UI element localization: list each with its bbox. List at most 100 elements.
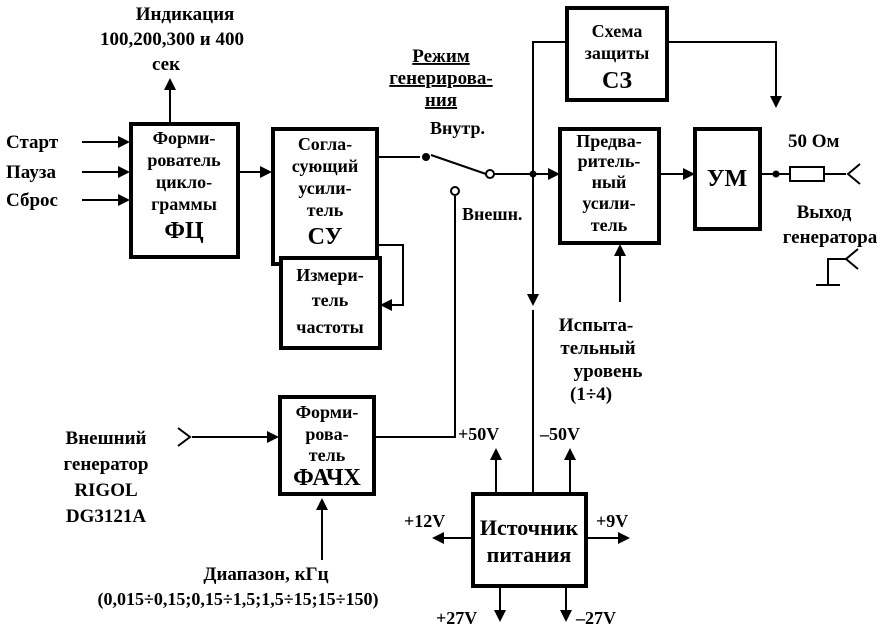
psu-line-1: Источник <box>480 515 579 540</box>
block-pre-amplifier: Предва- ритель- ный усили- тель <box>558 127 661 245</box>
mode-external: Внешн. <box>462 204 522 224</box>
test-level-line-2: тельный <box>560 338 635 359</box>
block-um: УМ <box>693 127 762 231</box>
arrow-p50 <box>490 448 502 460</box>
um-abbr: УМ <box>707 166 747 192</box>
mode-line-3: ния <box>425 90 457 111</box>
meter-line-1: Измери- <box>296 265 364 285</box>
block-fc: Форми- рователь цикло- граммы ФЦ <box>129 122 240 259</box>
arrow-reset <box>118 194 130 206</box>
switch-contact-internal <box>485 169 495 179</box>
output-line-2: генератора <box>783 227 878 248</box>
indication-line-3: сек <box>152 54 180 75</box>
block-frequency-meter: Измери- тель частоты <box>279 256 382 350</box>
pre-line-2: ритель- <box>578 151 641 171</box>
test-level-line-4: (1÷4) <box>570 384 612 405</box>
fc-abbr: ФЦ <box>164 218 204 244</box>
fc-line-2: рователь <box>147 150 221 170</box>
pre-line-1: Предва- <box>576 131 642 151</box>
voltage-m50: –50V <box>539 424 580 444</box>
voltage-m27: –27V <box>575 608 616 628</box>
pre-line-4: усили- <box>582 193 635 213</box>
test-level-label: Испыта- тельный уровень (1÷4) <box>559 315 643 405</box>
arrow-ext-fachx <box>267 431 279 443</box>
su-abbr: СУ <box>308 224 343 250</box>
mode-internal: Внутр. <box>430 118 485 138</box>
test-level-line-1: Испыта- <box>559 315 633 336</box>
sz-line-2: защиты <box>585 43 650 63</box>
su-line-2: сующий <box>292 156 358 176</box>
voltage-p50: +50V <box>458 424 499 444</box>
arrow-to-sz-tap <box>770 96 782 108</box>
wires <box>82 41 861 612</box>
ext-gen-line-4: DG3121A <box>66 506 147 527</box>
indication-line-2: 100,200,300 и 400 <box>100 29 244 50</box>
mode-label: Режим генерирова- ния Внутр. Внешн. <box>389 46 522 224</box>
block-sz: Схема защиты СЗ <box>565 6 669 102</box>
ext-gen-line-1: Внешний <box>66 428 147 449</box>
junction-dot <box>529 170 537 178</box>
arrow-sz-down <box>527 294 539 306</box>
external-generator-label: Внешний генератор RIGOL DG3121A <box>64 428 149 527</box>
arrow-test-level <box>614 244 626 256</box>
arrow-p27 <box>494 610 506 622</box>
pre-line-5: тель <box>591 215 628 235</box>
voltage-p12: +12V <box>404 511 445 531</box>
arrow-p9 <box>618 532 630 544</box>
voltage-p27: +27V <box>436 608 477 628</box>
arrow-p12 <box>432 532 444 544</box>
range-label: Диапазон, кГц (0,015÷0,15;0,15÷1,5;1,5÷1… <box>98 564 379 610</box>
arrowheads <box>118 78 782 622</box>
fc-line-1: Форми- <box>153 128 216 148</box>
arrow-m27 <box>560 610 572 622</box>
arrow-pause <box>118 166 130 178</box>
sz-abbr: СЗ <box>602 68 632 94</box>
sz-line-1: Схема <box>592 21 643 41</box>
input-start: Старт <box>6 132 59 153</box>
resistor-label: 50 Ом <box>788 131 840 152</box>
control-inputs: Старт Пауза Сброс <box>6 132 59 211</box>
range-values: (0,015÷0,15;0,15÷1,5;1,5÷15;15÷150) <box>98 589 379 610</box>
input-reset: Сброс <box>6 190 58 211</box>
test-level-line-3: уровень <box>574 361 643 382</box>
output-line-1: Выход <box>797 202 852 223</box>
fc-line-4: граммы <box>151 194 217 214</box>
ext-gen-line-3: RIGOL <box>74 480 137 501</box>
su-line-4: тель <box>307 200 344 220</box>
range-title: Диапазон, кГц <box>203 564 328 585</box>
meter-line-3: частоты <box>296 317 363 337</box>
switch-contact-external <box>450 186 460 196</box>
arrow-start <box>118 136 130 148</box>
voltage-p9: +9V <box>596 511 628 531</box>
fachx-abbr: ФАЧХ <box>293 465 361 491</box>
output-label: 50 Ом Выход генератора <box>783 131 878 248</box>
block-su: Согла- сующий усили- тель СУ <box>271 127 379 266</box>
pre-line-3: ный <box>592 172 627 192</box>
ext-gen-line-2: генератор <box>64 454 149 475</box>
arrow-fc-su <box>260 166 272 178</box>
arrow-indication <box>164 78 176 90</box>
indication-line-1: Индикация <box>136 4 235 25</box>
resistor-50-ohm <box>789 166 825 182</box>
mode-line-2: генерирова- <box>389 68 492 89</box>
mode-line-1: Режим <box>412 46 470 67</box>
input-pause: Пауза <box>6 162 56 183</box>
arrow-range-fachx <box>316 498 328 510</box>
arrow-su-meter <box>380 299 392 311</box>
fachx-line-2: рова- <box>305 424 348 444</box>
arrow-pre-um <box>683 168 695 180</box>
junction-dot <box>772 170 780 178</box>
arrow-m50 <box>564 448 576 460</box>
switch-contact-common <box>422 153 430 161</box>
block-power-supply: Источник питания <box>471 492 588 588</box>
fc-line-3: цикло- <box>156 172 212 192</box>
meter-line-2: тель <box>312 290 349 310</box>
block-fachx: Форми- рова- тель ФАЧХ <box>278 395 376 496</box>
arrow-sw-pre <box>548 168 560 180</box>
fachx-line-3: тель <box>309 445 346 465</box>
su-line-3: усили- <box>298 178 351 198</box>
voltage-labels: +50V –50V +12V +9V +27V –27V <box>404 424 628 628</box>
indication-label: Индикация 100,200,300 и 400 сек <box>100 4 244 75</box>
psu-line-2: питания <box>487 542 572 567</box>
